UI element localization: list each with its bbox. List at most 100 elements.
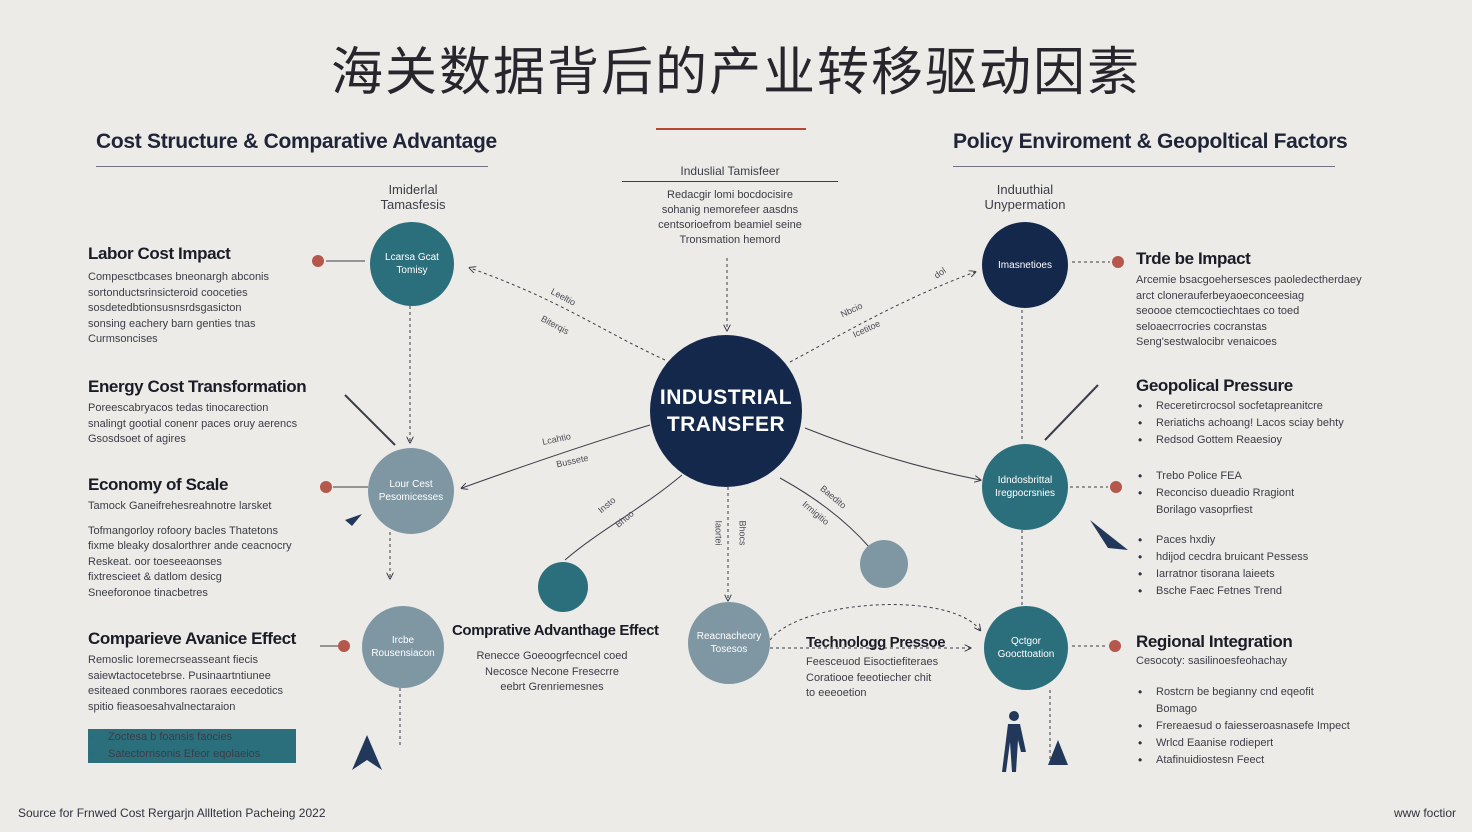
left-column-label: Imiderlal Tamasfesis [370, 182, 456, 212]
block-line: Tamock Ganeifrehesreahnotre larsket [88, 500, 272, 512]
left-column-label-line: Tamasfesis [380, 197, 446, 212]
right-column-label-line: Induuthial [996, 182, 1054, 197]
top-caption: Induslial Tamisfeer Redacgir lomi bocdoc… [622, 164, 838, 248]
center-node-line: INDUSTRIAL [659, 386, 793, 409]
block-heading: Comprative Advanthage Effect [452, 622, 659, 639]
bullet-list: Rostcrn be begianny cnd eqeofit Bomago F… [1136, 684, 1356, 769]
pressure-factors-block: Paces hxdiy hdijod cecdra bruicant Pesse… [1136, 532, 1308, 600]
node-label: Tomisy [396, 265, 428, 276]
top-caption-line: centsorioefrom beamiel seine [658, 219, 802, 231]
right-section-heading: Policy Enviroment & Geopoltical Factors [953, 130, 1348, 153]
node-label: Reacnacheory [696, 631, 762, 642]
title-divider [656, 128, 806, 130]
node-label: Goocttoation [997, 649, 1055, 660]
bullet-list: Receretircrocsol socfetapreanitcre Reria… [1136, 398, 1344, 449]
block-line: Cesocoty: sasilinoesfeohachay [1136, 655, 1288, 667]
industrial-transfer-node[interactable]: INDUSTRIAL TRANSFER [650, 335, 802, 487]
top-caption-heading: Induslial Tamisfeer [622, 164, 838, 182]
block-line: Renecce Goeoogrfecncel coed [476, 650, 628, 662]
bullet-item: Atafinuidiostesn Feect [1136, 752, 1356, 769]
block-line: Tofmangorloy rofoory bacles Thatetons [88, 524, 278, 537]
block-line: Reskeat. oor toeseeaonses [88, 555, 222, 568]
bullet-item: Frereaesud o faiesseroasnasefe Impect [1136, 718, 1356, 735]
comparative-advantage-block: Comprative Advanthage Effect Renecce Goe… [452, 622, 659, 696]
block-line: Coratiooe feeotiecher chit [806, 671, 932, 684]
labor-cost-block: Labor Cost Impact Compesctbcases bneonar… [88, 244, 269, 348]
bullet-item: Reriatichs achoang! Lacos sciay behty [1136, 415, 1344, 432]
small-slate-node[interactable] [860, 540, 908, 588]
block-line: seoooe ctemcoctiechtaes co toed [1136, 305, 1300, 317]
node-label: Imasnetioes [998, 259, 1052, 271]
node-label: Tosesos [710, 644, 748, 655]
page-title: 海关数据背后的产业转移驱动因素 [330, 43, 1141, 103]
bullet-item: Bsche Faec Fetnes Trend [1136, 583, 1308, 600]
top-caption-line: Tronsmation hemord [679, 234, 781, 246]
technology-pressure-block: Technologg Pressoe Feesceuod Eisoctiefit… [806, 634, 946, 702]
right-column-label: Induuthial Unypermation [972, 182, 1078, 212]
block-line: sosdetedbtionsusnsrdsgasicton [88, 302, 242, 314]
node-label: Ircbe [391, 635, 415, 646]
node-label: Pesomicesses [378, 492, 444, 503]
block-line: Curmsoncises [88, 333, 158, 345]
bullet-item: Wrlcd Eaanise rodiepert [1136, 735, 1356, 752]
block-line: to eeeoetion [806, 687, 867, 699]
left-section-rule [96, 166, 488, 167]
left-column-label-line: Imiderlal [388, 182, 438, 197]
trade-policy-block: Trebo Police FEA Reconciso dueadio Rragi… [1136, 468, 1336, 519]
bullet-item: Paces hxdiy [1136, 532, 1308, 549]
node-label: Lcarsa Gcat [385, 252, 439, 263]
bullet-item: Reconciso dueadio Rragiont Borilago vaso… [1136, 485, 1336, 519]
block-heading: Comparieve Avanice Effect [88, 629, 296, 648]
bullet-list: Zoctesa b foansis faocies Satectorrisoni… [88, 729, 296, 763]
node-label: Lour Cest [389, 479, 433, 490]
node-label: Iregpocrsnies [994, 488, 1056, 499]
economy-of-scale-block: Economy of Scale Tamock Ganeifrehesreahn… [88, 475, 292, 601]
block-line: esiteaed conmbores raoraes eecedotics [88, 685, 284, 697]
right-section-rule [953, 166, 1335, 167]
block-line: arct clonerauferbeyaoeconceesiag [1136, 289, 1305, 302]
block-line: sortonductsrinsicteroid cooceties [88, 286, 248, 299]
block-line: Seng'sestwalocibr venaicoes [1136, 336, 1277, 348]
bullet-item: Satectorrisonis Efeor eqolaeios [88, 746, 296, 763]
right-column-label-line: Unypermation [984, 197, 1066, 212]
bullet-item: Receretircrocsol socfetapreanitcre [1136, 398, 1344, 415]
bullet-item: Trebo Police FEA [1136, 468, 1336, 485]
block-line: fixtrescieet & datlom desicg [88, 571, 222, 583]
top-caption-line: Redacgir lomi bocdocisire [667, 189, 793, 201]
block-line: sonsing eachery barn genties tnas [88, 317, 256, 330]
block-line: spitio fieasoesahvalnectaraion [88, 700, 236, 713]
block-line: eebrt Grenriemesnes [500, 681, 604, 693]
block-spacer [88, 515, 292, 524]
bullet-item: Zoctesa b foansis faocies [88, 729, 296, 746]
top-caption-line: sohanig nemorefeer aasdns [661, 204, 799, 216]
block-line: Feesceuod Eisoctiefiteraes [806, 656, 939, 668]
block-line: saiewtactocetebrse. Pusinaartntiunee [88, 669, 271, 682]
block-line: Sneeforonoe tinacbetres [88, 586, 208, 599]
node-label: Idndosbrittal [997, 475, 1053, 486]
brand-footer: www foctior [1393, 806, 1456, 820]
block-line: Compesctbcases bneonargh abconis [88, 271, 270, 283]
block-line: snalingt gootial conenr paces oruy aeren… [88, 417, 298, 430]
block-heading: Regional Integration [1136, 632, 1293, 651]
block-line: Remoslic Ioremecrseasseant fiecis [88, 654, 258, 666]
bullet-item: hdijod cecdra bruicant Pessess [1136, 549, 1308, 566]
geopolitical-pressure-block: Geopolical Pressure Receretircrocsol soc… [1136, 376, 1344, 449]
node-label: Qctgor [1010, 636, 1041, 647]
source-footnote: Source for Frnwed Cost Rergarjn Alllteti… [18, 806, 326, 820]
bullet-list: Paces hxdiy hdijod cecdra bruicant Pesse… [1136, 532, 1308, 600]
block-heading: Economy of Scale [88, 475, 229, 494]
bullet-list: Trebo Police FEA Reconciso dueadio Rragi… [1136, 468, 1336, 519]
block-line: Necosce Necone Fresecrre [485, 665, 619, 678]
node-label: Rousensiacon [371, 648, 435, 659]
block-heading: Energy Cost Transformation [88, 377, 307, 396]
comparative-effect-block: Comparieve Avanice Effect Remoslic Iorem… [88, 629, 296, 763]
small-teal-node[interactable] [538, 562, 588, 612]
trade-impact-node[interactable]: Imasnetioes [982, 222, 1068, 308]
trade-impact-block: Trde be Impact Arcemie bsacgoehersesces … [1136, 249, 1362, 351]
